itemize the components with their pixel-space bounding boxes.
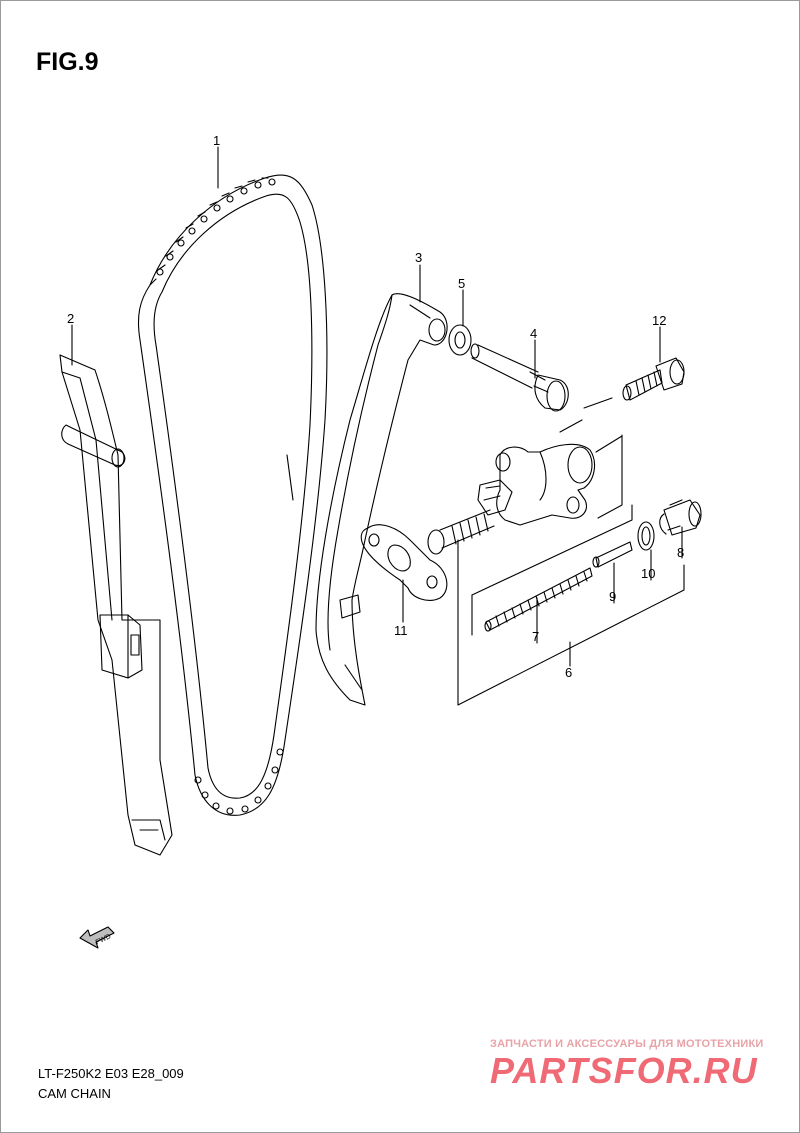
callout-7: 7: [532, 629, 539, 644]
cam-chain-guide-no2: [315, 293, 448, 706]
callout-1: 1: [213, 133, 220, 148]
leader-lines: [71, 146, 683, 667]
figure-title: FIG.9: [36, 48, 99, 76]
callout-labels: 1 2 3 5 4 12 8 10 9 7 6 11: [67, 133, 684, 680]
section-name: CAM CHAIN: [38, 1086, 111, 1101]
tensioner-gasket: [360, 524, 448, 601]
callout-5: 5: [458, 276, 465, 291]
watermark-logo: PARTSFOR.RU: [490, 1050, 758, 1091]
guide-bolt: [470, 343, 569, 412]
callout-6: 6: [565, 665, 572, 680]
assembly-bracket: [457, 434, 685, 706]
cam-chain-guide-no1: [59, 354, 173, 856]
callout-12: 12: [652, 313, 666, 328]
callout-8: 8: [677, 545, 684, 560]
watermark-subtitle: ЗАПЧАСТИ И АКСЕССУАРЫ ДЛЯ МОТОТЕХНИКИ: [490, 1038, 764, 1050]
callout-3: 3: [415, 250, 422, 265]
callout-4: 4: [530, 326, 537, 341]
tensioner-assembly: [427, 397, 623, 555]
washer: [448, 324, 472, 356]
cap-bolt: [659, 499, 702, 536]
model-code: LT-F250K2 E03 E28_009: [38, 1066, 184, 1081]
callout-2: 2: [67, 311, 74, 326]
callout-11: 11: [394, 623, 408, 638]
tensioner-rod: [592, 541, 633, 568]
fwd-arrow-icon: [79, 926, 115, 949]
tensioner-spring: [484, 567, 593, 632]
o-ring: [637, 521, 655, 551]
callout-10: 10: [641, 566, 655, 581]
callout-9: 9: [609, 589, 616, 604]
cam-chain: [137, 174, 328, 816]
tensioner-bolt: [622, 357, 685, 401]
